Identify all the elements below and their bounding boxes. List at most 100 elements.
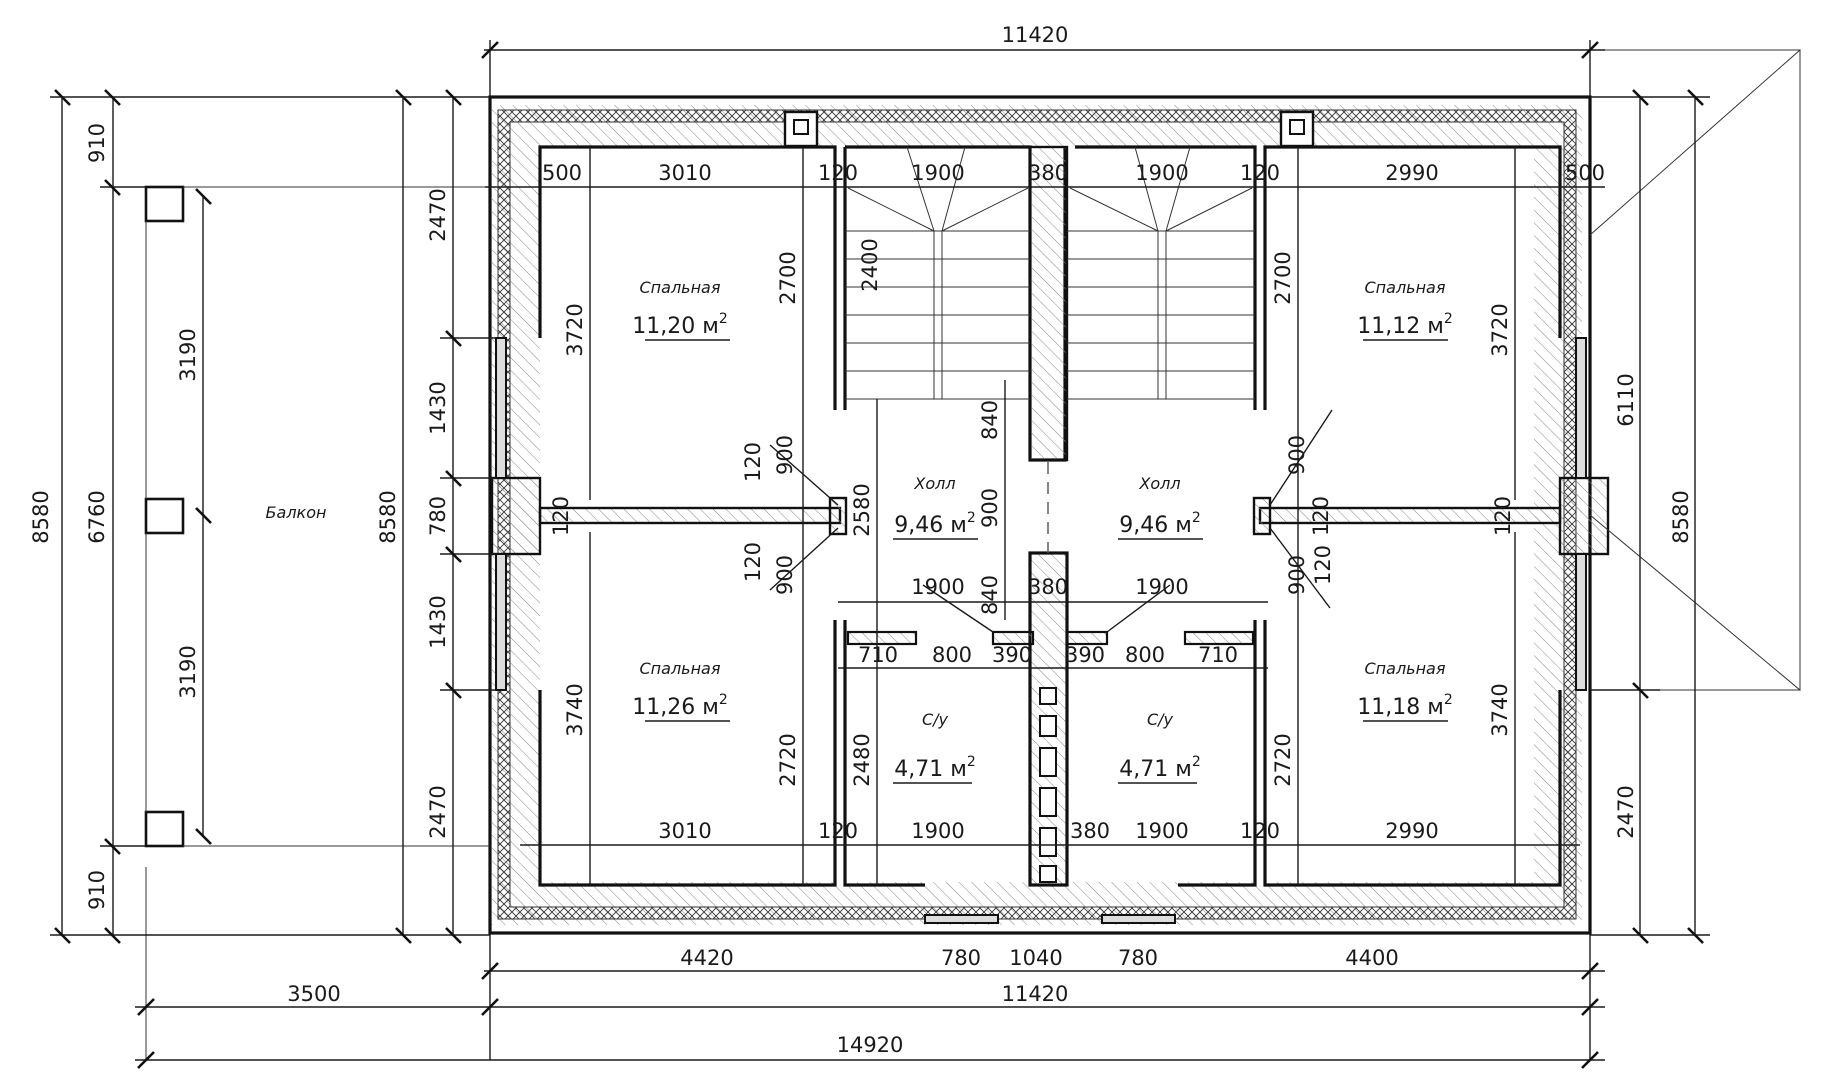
dim-wc-5: 710 xyxy=(1198,643,1238,667)
dim-stair-e: 2700 xyxy=(1271,251,1295,304)
pier-w xyxy=(490,476,542,556)
dim-hall-row-0: 1900 xyxy=(911,575,964,599)
dim-bottom-6: 2990 xyxy=(1385,819,1438,843)
dim-bottom-2: 1900 xyxy=(911,819,964,843)
dim-bottom-4: 1900 xyxy=(1135,819,1188,843)
room-sw-bedroom: Спальная 11,26 м2 xyxy=(632,659,730,722)
room-area: 11,18 м2 xyxy=(1357,692,1453,720)
chimney-w-core xyxy=(793,119,809,135)
room-hall-w: Холл 9,46 м2 xyxy=(893,474,978,540)
dim-lw-3: 1430 xyxy=(426,595,450,648)
balcony-post-top xyxy=(144,185,185,223)
interior-walls xyxy=(538,145,1562,887)
dim-lw-2: 780 xyxy=(426,496,450,536)
upper-center-pier xyxy=(1028,145,1069,462)
dim-chain-1: 780 xyxy=(941,946,981,970)
room-area: 11,20 м2 xyxy=(632,311,728,339)
room-name: Спальная xyxy=(640,278,721,297)
balcony-post-bottom xyxy=(144,810,185,848)
dim-sw-height: 3740 xyxy=(563,683,587,736)
room-area: 4,71 м2 xyxy=(894,754,976,782)
dim-bottom-1: 120 xyxy=(818,819,858,843)
room-area: 9,46 м2 xyxy=(894,510,976,538)
dim-left-0: 910 xyxy=(85,123,109,163)
dimension-ticks xyxy=(54,41,1704,1069)
room-balcony: Балкон xyxy=(266,503,327,522)
pier-e xyxy=(1558,476,1610,556)
room-labels: Спальная 11,20 м2 Спальная 11,12 м2 Спал… xyxy=(266,278,1453,784)
dim-top-1: 3010 xyxy=(658,161,711,185)
wall-wc-w xyxy=(843,620,925,887)
partition-w xyxy=(538,506,842,525)
wc-partition-w xyxy=(846,630,918,646)
wall-se-bedroom xyxy=(1263,620,1562,887)
balcony-post-mid xyxy=(144,497,185,535)
dim-top-6: 120 xyxy=(1240,161,1280,185)
wall-nw-bedroom xyxy=(538,145,837,410)
room-hall-e: Холл 9,46 м2 xyxy=(1118,474,1203,540)
vent-shaft xyxy=(1039,687,1057,883)
dimension-lines xyxy=(50,40,1710,1061)
dim-hall-lower: 840 xyxy=(978,575,1002,615)
dim-rw-1: 6110 xyxy=(1614,373,1638,426)
window-s-e xyxy=(1101,914,1176,924)
room-nw-bedroom: Спальная 11,20 м2 xyxy=(632,278,730,341)
wc-partition-e xyxy=(1183,630,1255,646)
dim-hall-row-1: 380 xyxy=(1028,575,1068,599)
dim-left-1: 6760 xyxy=(85,490,109,543)
wall-ne-bedroom xyxy=(1263,145,1562,410)
stairs xyxy=(845,146,1255,400)
dim-bottom-3: 380 xyxy=(1070,819,1110,843)
chimney-e-core xyxy=(1289,119,1305,135)
dim-top-2: 120 xyxy=(818,161,858,185)
dim-hall-upper: 840 xyxy=(978,400,1002,440)
room-area: 9,46 м2 xyxy=(1119,510,1201,538)
dim-chain-3: 780 xyxy=(1118,946,1158,970)
room-name: Спальная xyxy=(1365,659,1446,678)
dim-bottom-5: 120 xyxy=(1240,819,1280,843)
wall-sw-bedroom xyxy=(538,620,837,887)
chimney-w xyxy=(783,110,819,148)
dim-se-height: 3740 xyxy=(1488,683,1512,736)
dim-lw-4: 2470 xyxy=(426,785,450,838)
dim-part-door-w2: 900 xyxy=(773,555,797,595)
balcony xyxy=(144,185,490,1060)
dim-top-overall: 11420 xyxy=(1002,23,1069,47)
dim-part-thick-w1: 120 xyxy=(741,442,765,482)
dim-left-2: 910 xyxy=(85,870,109,910)
dim-top-5: 1900 xyxy=(1135,161,1188,185)
dim-chain-0: 4420 xyxy=(680,946,733,970)
dim-stair-w: 2700 xyxy=(776,251,800,304)
dim-wc-4: 800 xyxy=(1125,643,1165,667)
dim-part-thick-e: 120 xyxy=(1311,545,1335,585)
dim-hall-row-2: 1900 xyxy=(1135,575,1188,599)
dim-left-wall-total: 8580 xyxy=(376,490,400,543)
room-wc-w: С/у 4,71 м2 xyxy=(893,710,976,784)
window-e-lower xyxy=(1575,553,1587,691)
room-ne-bedroom: Спальная 11,12 м2 xyxy=(1357,278,1453,341)
dim-post-1: 3190 xyxy=(176,645,200,698)
dim-bottom-0: 3010 xyxy=(658,819,711,843)
dim-ne-height: 3720 xyxy=(1488,303,1512,356)
room-area: 4,71 м2 xyxy=(1119,754,1201,782)
dim-chain-4: 4400 xyxy=(1345,946,1398,970)
room-wc-e: С/у 4,71 м2 xyxy=(1118,710,1201,784)
dim-stair-run: 2400 xyxy=(858,238,882,291)
room-name: Холл xyxy=(913,474,955,493)
dim-post-0: 3190 xyxy=(176,328,200,381)
dim-part-door-w1: 900 xyxy=(773,435,797,475)
dim-part-thick-e2: 120 xyxy=(1309,496,1333,536)
room-name: Спальная xyxy=(1365,278,1446,297)
dim-left-total: 8580 xyxy=(29,490,53,543)
room-name: Спальная xyxy=(640,659,721,678)
window-w-upper xyxy=(495,337,507,479)
dim-wc-w-inner: 2480 xyxy=(850,733,874,786)
dim-lw-1: 1430 xyxy=(426,381,450,434)
dim-wc-0: 710 xyxy=(858,643,898,667)
room-se-bedroom: Спальная 11,18 м2 xyxy=(1357,659,1453,722)
window-s-w xyxy=(924,914,999,924)
room-area: 11,12 м2 xyxy=(1357,311,1453,339)
dim-chain-2: 1040 xyxy=(1009,946,1062,970)
dim-wc-2: 390 xyxy=(992,643,1032,667)
